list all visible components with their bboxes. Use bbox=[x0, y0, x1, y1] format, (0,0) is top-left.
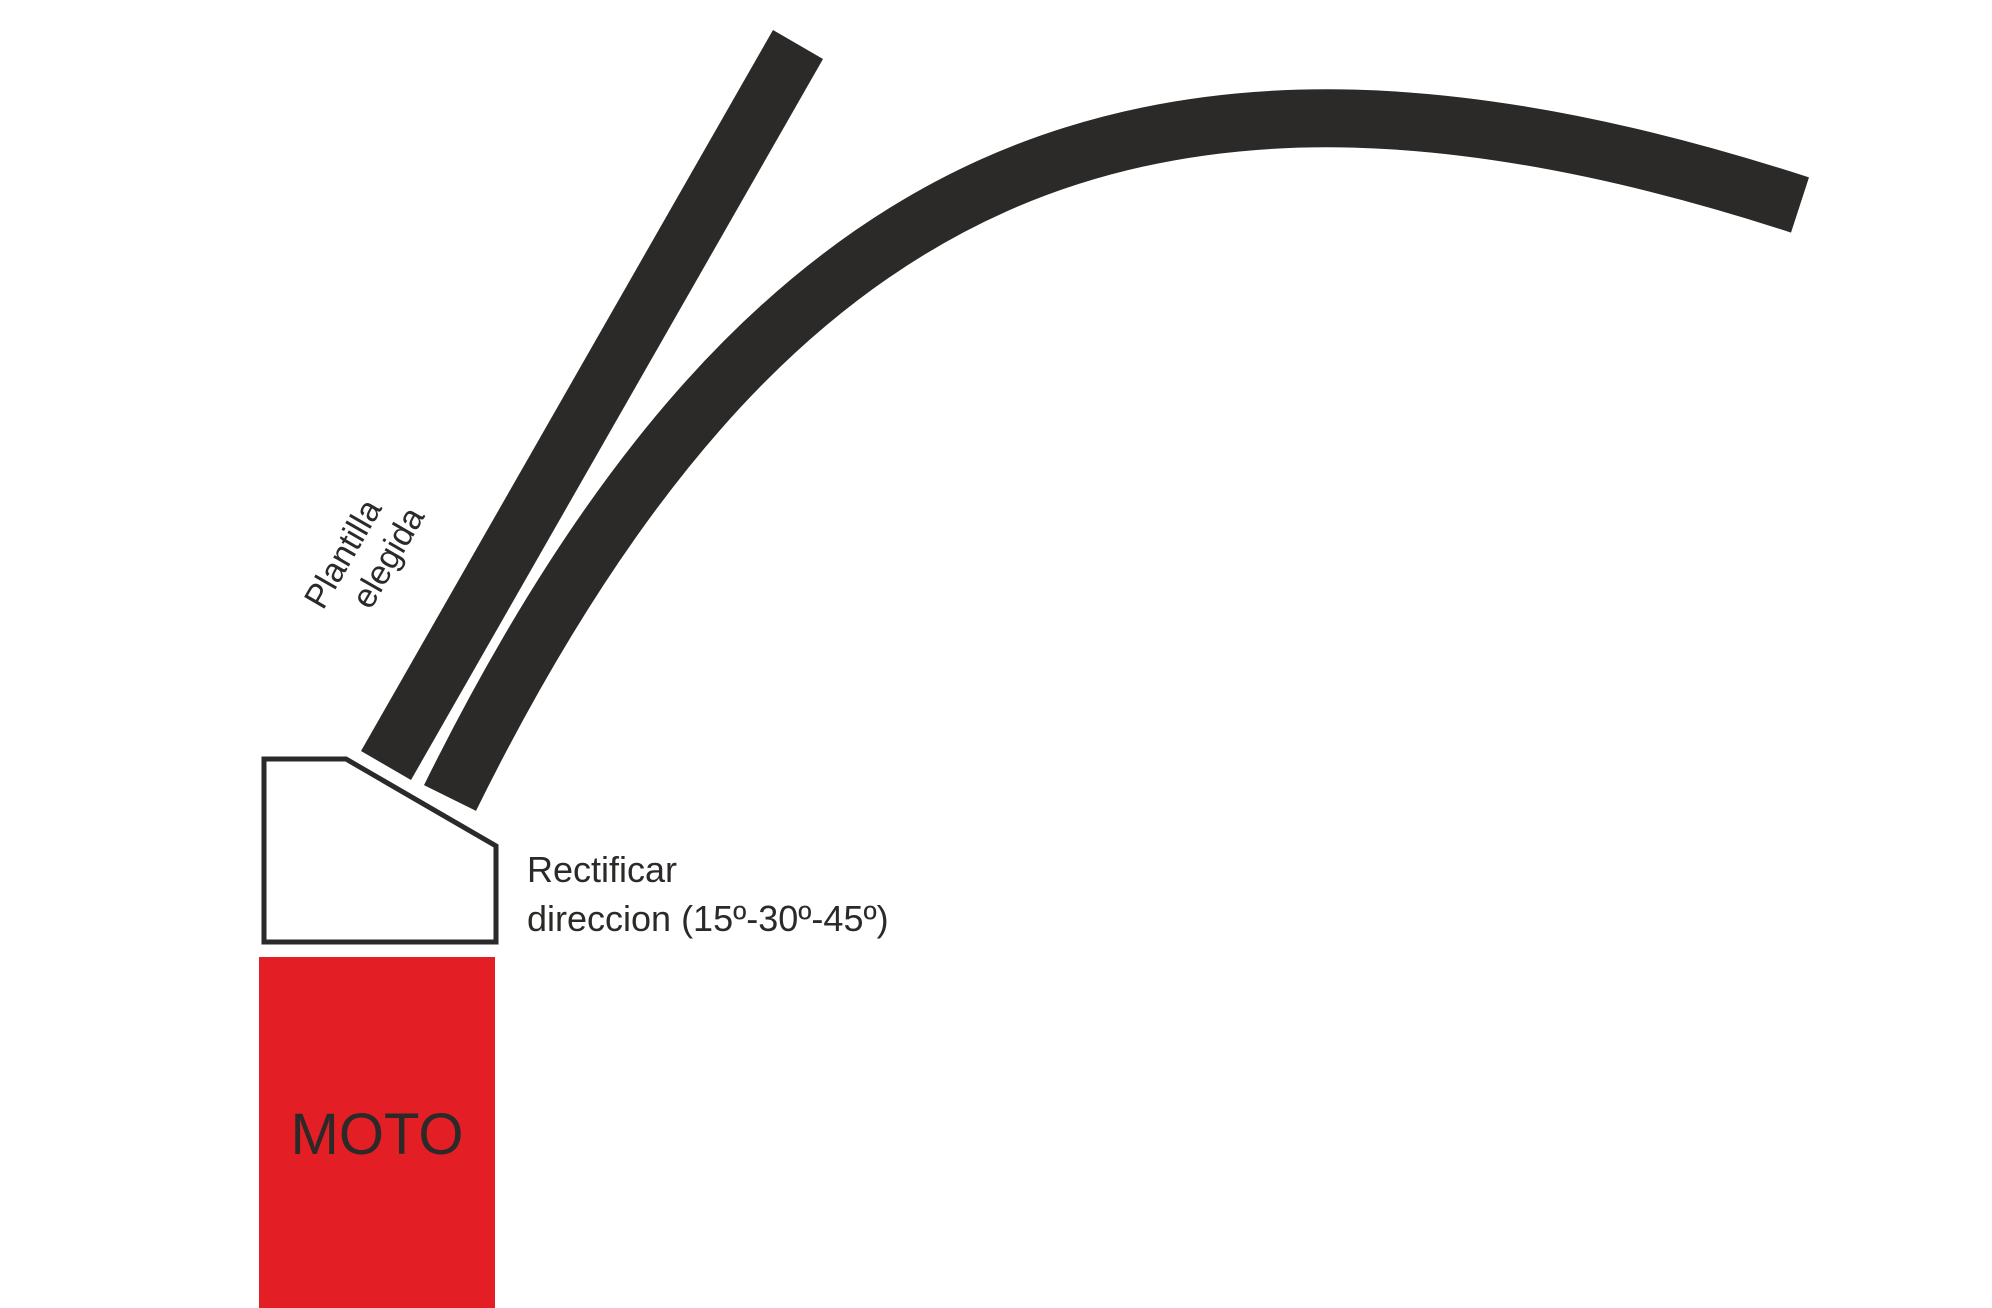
template-bar bbox=[361, 30, 823, 780]
moto-block bbox=[259, 957, 495, 1308]
template-label: Plantilla elegida bbox=[297, 493, 432, 615]
curve-path bbox=[424, 89, 1809, 811]
adjust-label-line2: direccion (15º-30º-45º) bbox=[527, 898, 889, 939]
adjust-label-line1: Rectificar bbox=[527, 849, 677, 890]
moto-label: MOTO bbox=[291, 1102, 464, 1167]
adapter-block bbox=[261, 756, 499, 945]
